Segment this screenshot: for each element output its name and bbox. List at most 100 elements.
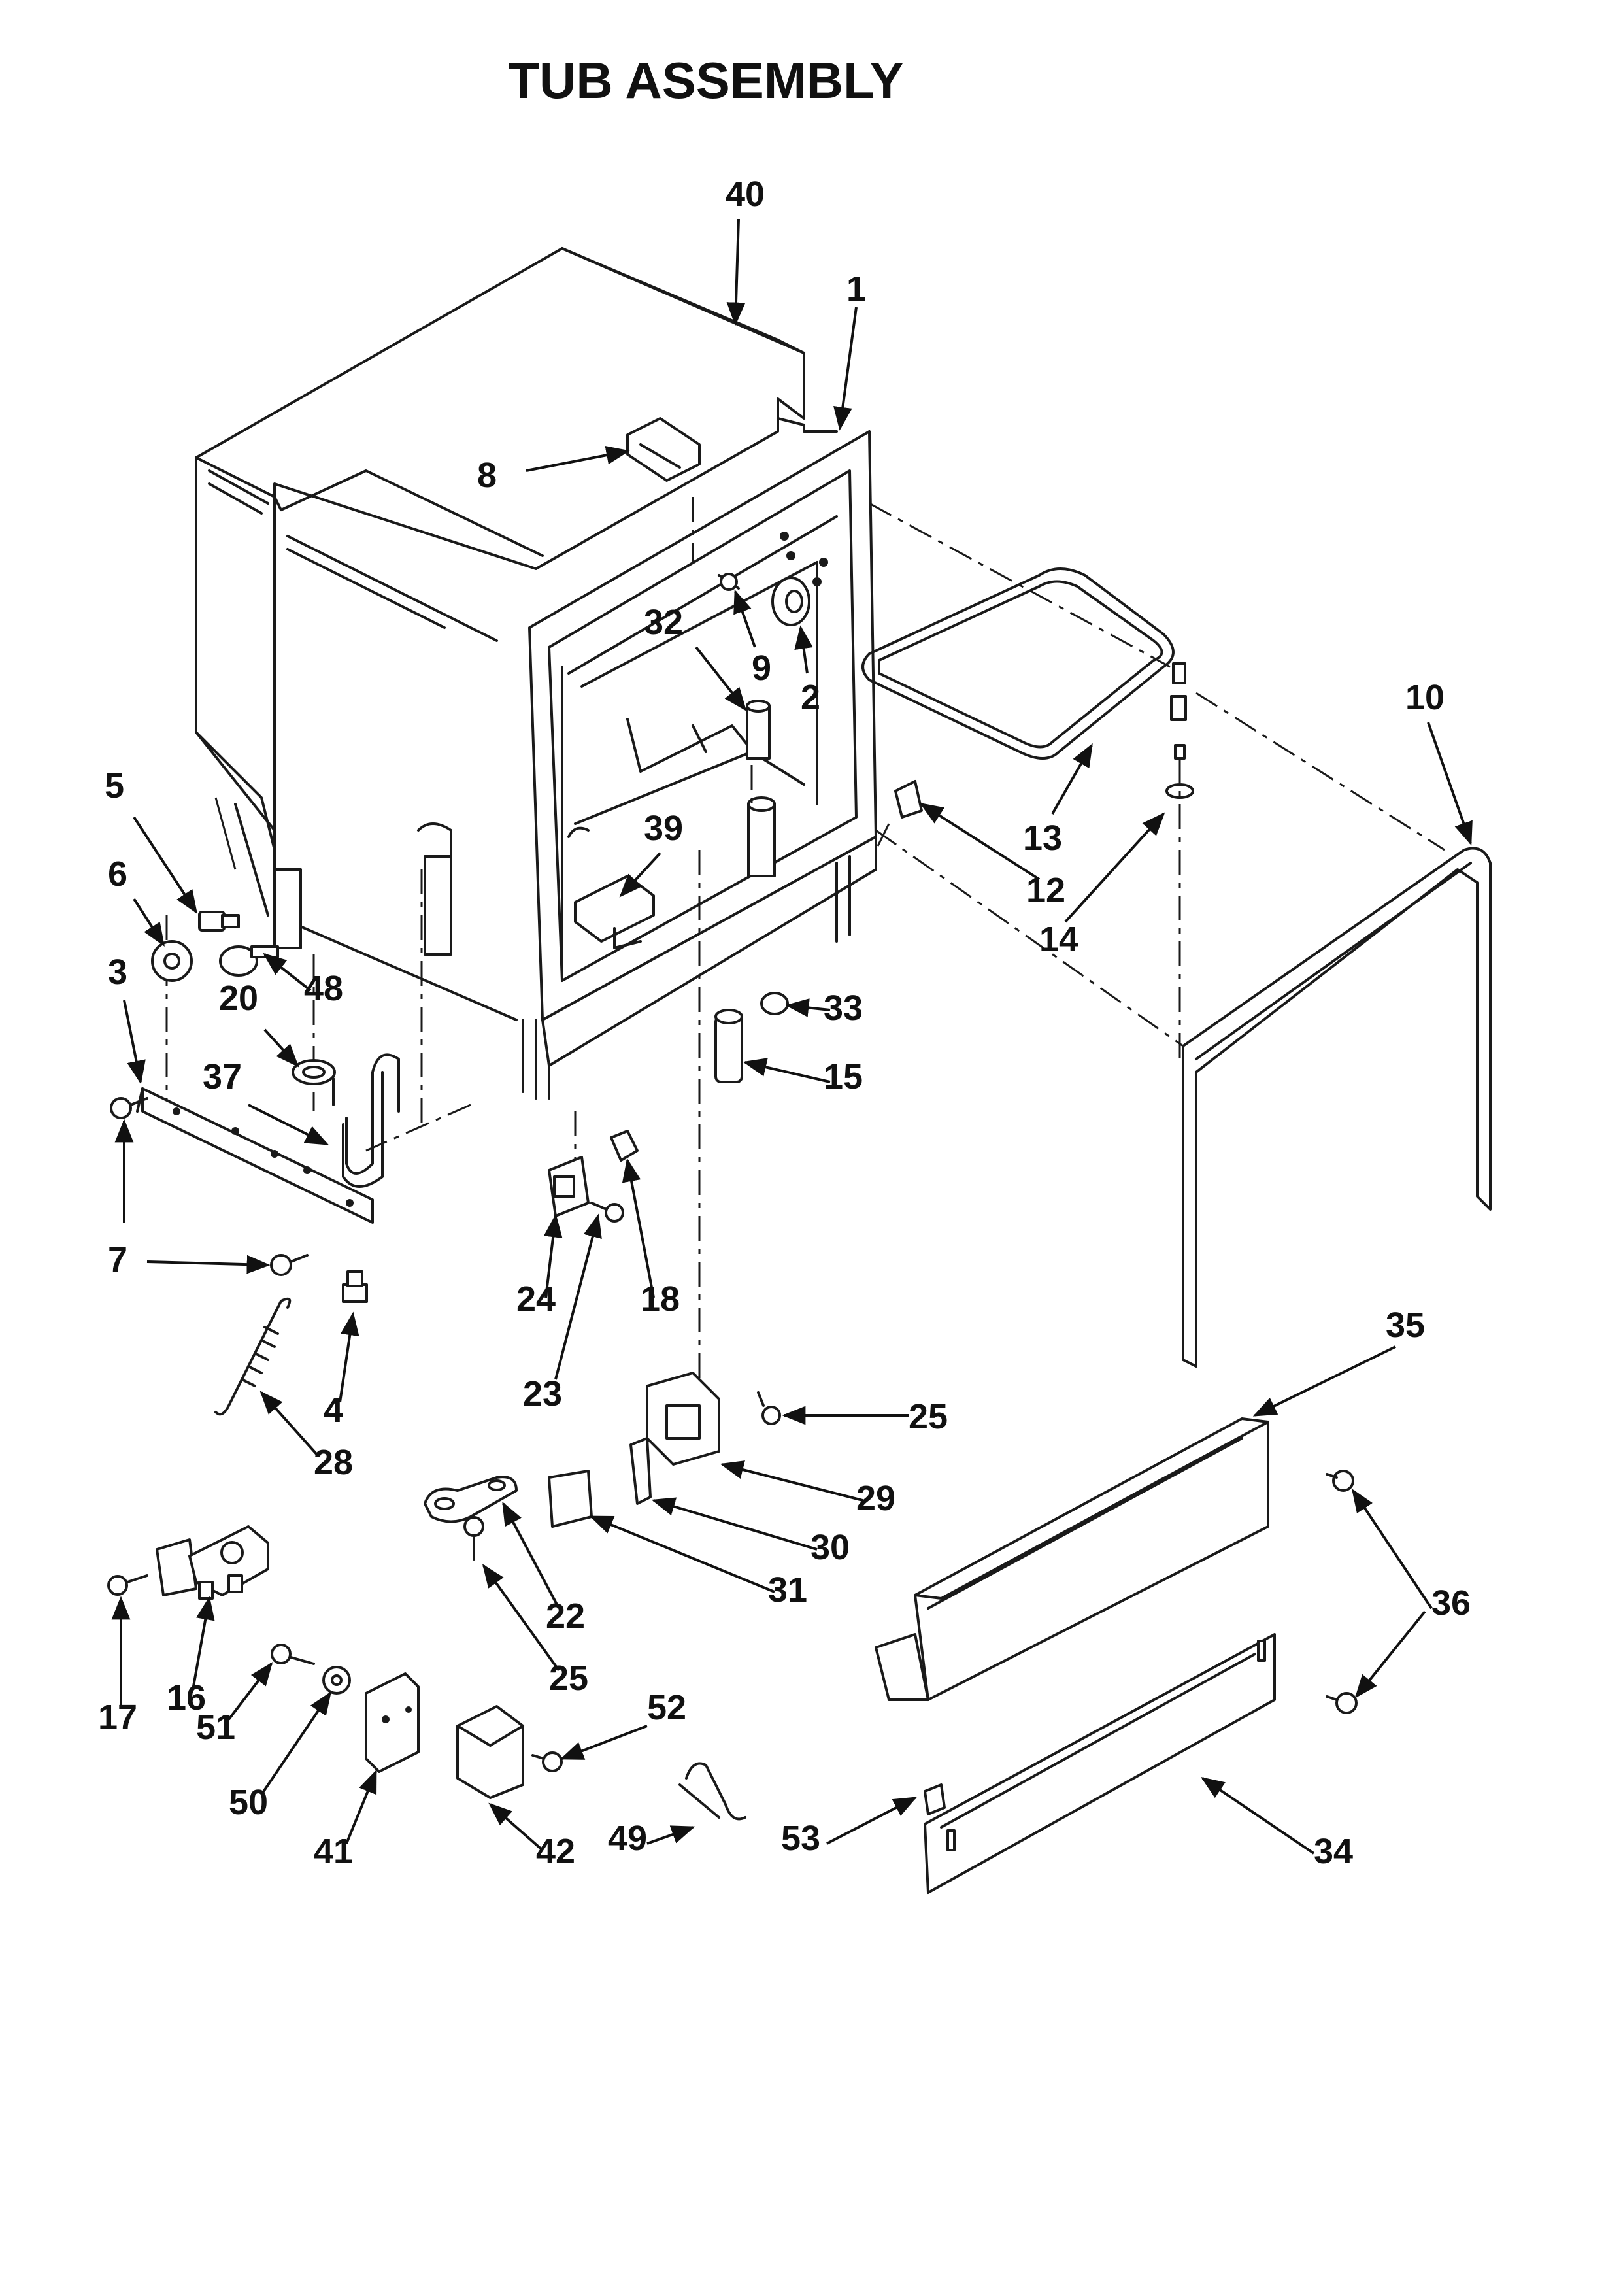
callout-number-9: 9 [752,649,771,688]
callout-number-25: 25 [549,1659,588,1698]
callout-number-22: 22 [546,1596,585,1636]
callout-number-33: 33 [824,988,863,1028]
callout-leader-40 [726,218,746,326]
part-32-inlet [746,700,776,877]
part-28-spring [214,1297,292,1416]
part-4-foot [342,1270,368,1303]
part-34-kickplate [924,1633,1276,1894]
callout-leader-22 [502,1501,560,1609]
part-20-clamp [292,1059,336,1085]
part-29-switch-assembly [646,1372,720,1466]
callout-leader-16 [192,1596,215,1691]
part-16-water-valve [156,1525,269,1600]
callout-number-25: 25 [909,1397,948,1436]
part-6-washer [151,940,193,982]
callout-number-2: 2 [801,678,820,717]
callout-number-37: 37 [203,1057,242,1096]
callout-number-35: 35 [1386,1306,1425,1345]
callout-number-24: 24 [516,1279,556,1319]
part-24-switch [548,1156,590,1217]
callout-number-7: 7 [108,1240,127,1279]
callout-leader-39 [619,852,661,898]
callout-leader-41 [345,1769,377,1844]
part-25-screw-lower [463,1516,484,1561]
part-35-access-panel [875,1417,1269,1701]
callout-number-49: 49 [608,1819,647,1858]
callout-leader-18 [622,1158,655,1298]
callout-number-32: 32 [644,603,683,642]
part-23-screw [590,1202,624,1223]
callout-number-42: 42 [536,1832,575,1871]
callout-number-23: 23 [523,1374,562,1413]
callout-leader-42 [488,1802,544,1851]
callout-leader-30 [651,1497,818,1551]
callout-leader-1 [833,307,858,431]
callout-number-31: 31 [768,1570,807,1610]
callout-leader-12 [919,803,1041,881]
callout-leader-34 [1201,1776,1315,1855]
part-18-clip [610,1130,639,1162]
callout-leader-7 [146,1255,271,1274]
callout-number-40: 40 [726,175,765,214]
callout-number-48: 48 [304,969,343,1008]
part-42-shield [456,1705,524,1799]
callout-leader-14 [1064,812,1165,923]
callout-leader-52 [560,1725,648,1760]
part-22-latch [424,1476,518,1523]
callout-leader-36-second [1354,1610,1426,1698]
part-13-heating-element [861,567,1194,799]
callout-leader-48 [263,953,312,992]
callout-leader-35 [1252,1345,1396,1417]
callout-number-17: 17 [98,1698,137,1737]
callout-leader-51 [227,1662,273,1721]
callout-leader-5 [133,816,197,915]
callout-leader-4 [339,1311,359,1403]
callout-number-29: 29 [856,1479,895,1518]
callout-number-15: 15 [824,1057,863,1096]
part-37-drain-hose [332,1053,400,1188]
callout-number-5: 5 [105,766,124,805]
callout-leader-23 [554,1213,602,1380]
callout-number-16: 16 [167,1678,206,1717]
callout-number-18: 18 [641,1279,680,1319]
callout-number-8: 8 [477,456,497,495]
callout-leader-8 [526,446,630,472]
callout-leader-25 [482,1564,560,1672]
part-3-rail [136,1087,374,1224]
callout-leader-53 [826,1797,918,1845]
dashed-leader-lines [165,497,1445,1412]
callout-number-28: 28 [314,1443,353,1482]
part-30-actuator [629,1437,652,1505]
callout-number-34: 34 [1314,1832,1353,1871]
part-25-screw-upper [757,1391,781,1425]
part-52-screw [531,1751,563,1772]
callout-number-14: 14 [1039,920,1078,959]
callout-number-13: 13 [1023,819,1062,858]
part-49-hose [678,1762,746,1821]
part-12-clip [894,780,923,819]
callout-leader-20 [263,1028,299,1068]
part-36-screw-upper [1326,1470,1354,1492]
callout-number-1: 1 [846,269,866,309]
callout-leader-10 [1427,722,1473,846]
part-53-clip [924,1783,946,1815]
callout-number-4: 4 [324,1391,343,1430]
callout-leader-36 [1352,1489,1433,1610]
part-48-stud [219,945,279,977]
callout-leader-49 [646,1825,695,1845]
part-31-cover [548,1470,593,1528]
callout-leader-6 [133,898,165,947]
callout-number-53: 53 [781,1819,820,1858]
callout-leader-50 [260,1691,332,1796]
callout-leader-9 [733,589,756,648]
part-10-frame [1182,847,1492,1368]
callout-number-12: 12 [1026,871,1065,910]
callout-number-6: 6 [108,854,127,894]
callout-number-52: 52 [647,1688,686,1727]
callout-number-50: 50 [229,1783,268,1822]
part-33-nut [760,992,789,1015]
callout-leader-13 [1051,743,1093,815]
part-17-screw [107,1574,148,1596]
callout-number-10: 10 [1405,678,1445,717]
